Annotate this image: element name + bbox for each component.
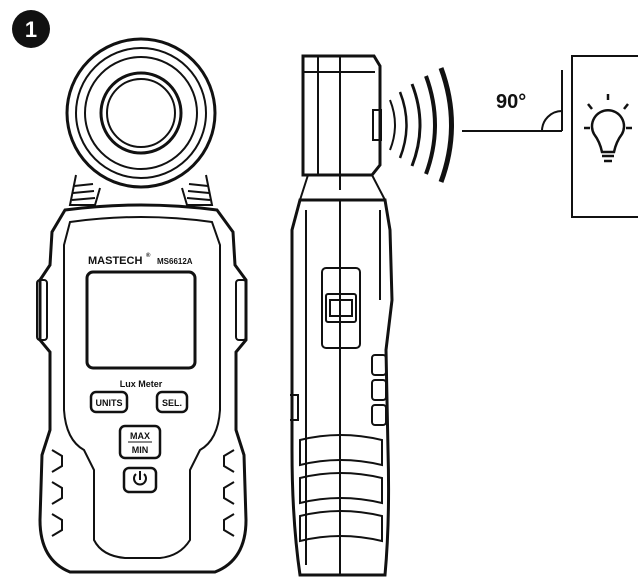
units-button[interactable] <box>89 390 129 414</box>
step-badge: 1 <box>12 10 50 48</box>
min-label: MIN <box>132 445 149 455</box>
light-source-box <box>571 55 638 218</box>
angle-indicator <box>462 70 563 132</box>
meter-body-outline <box>38 203 248 574</box>
units-button-label: UNITS <box>96 398 123 408</box>
power-button[interactable] <box>122 466 158 494</box>
trademark-symbol: ® <box>146 252 151 259</box>
display-screen <box>85 270 197 370</box>
meter-side-view <box>290 54 394 577</box>
max-label: MAX <box>130 431 150 441</box>
model-label: MS6612A <box>157 257 193 266</box>
light-bulb-icon <box>584 94 632 163</box>
meter-front-view <box>36 37 248 574</box>
panel-label: Lux Meter <box>120 379 163 389</box>
side-switch[interactable] <box>321 267 361 349</box>
brand-label: MASTECH <box>88 255 142 267</box>
sel-button-label: SEL. <box>162 398 182 408</box>
step-number: 1 <box>25 17 37 42</box>
power-icon <box>133 471 147 486</box>
light-waves <box>389 67 454 183</box>
max-min-button[interactable] <box>118 424 162 460</box>
sel-button[interactable] <box>155 390 189 414</box>
sensor-head <box>65 37 217 206</box>
angle-label: 90° <box>496 91 526 113</box>
